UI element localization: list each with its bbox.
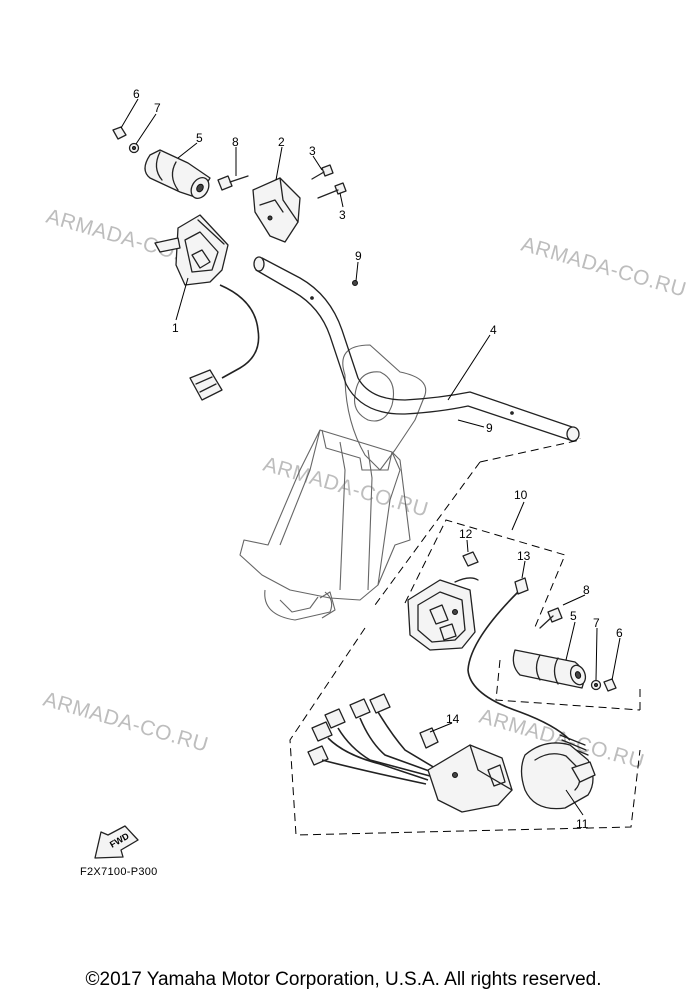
lower-switch-cap	[419, 727, 439, 749]
right-wire	[467, 591, 589, 756]
callout-11: 11	[576, 817, 589, 831]
handlebar-right-end	[566, 426, 580, 442]
callout-13: 13	[517, 549, 531, 563]
assembly-outline	[289, 438, 641, 836]
callout-9-top: 9	[355, 249, 362, 263]
right-switch-screw	[462, 551, 479, 567]
lower-harness	[307, 693, 436, 785]
leader-lines	[120, 98, 621, 816]
left-wire-harness	[189, 284, 260, 401]
callout-numbers: 6 7 5 8 2 3 3 9 1 4 9 10 12 13 8 5 7 6 1…	[133, 87, 623, 831]
callout-7-right: 7	[593, 616, 600, 630]
callout-8-right: 8	[583, 583, 590, 597]
left-grip-screw	[112, 126, 127, 140]
handlebar	[253, 256, 580, 442]
callout-12: 12	[459, 527, 473, 541]
callout-1: 1	[172, 321, 179, 335]
right-grip-screw	[603, 678, 617, 692]
handlebar-left-end	[253, 256, 265, 272]
right-grip	[512, 607, 617, 692]
callout-6-left: 6	[133, 87, 140, 101]
bolts-left	[217, 164, 358, 286]
watermark-top-right: ARMADA-CO.RU	[519, 233, 687, 302]
callout-7-left: 7	[154, 101, 161, 115]
callout-4: 4	[490, 323, 497, 337]
right-grip-bolt	[547, 607, 563, 623]
right-switch-assembly	[407, 551, 529, 651]
diagram-code: F2X7100-P300	[80, 866, 158, 878]
callout-6-right: 6	[616, 626, 623, 640]
right-switch-housing	[520, 742, 596, 810]
callout-3-bottom: 3	[339, 208, 346, 222]
callout-5-right: 5	[570, 609, 577, 623]
callout-10: 10	[514, 488, 528, 502]
left-grip	[112, 126, 211, 199]
copyright-notice: ©2017 Yamaha Motor Corporation, U.S.A. A…	[85, 969, 602, 990]
callout-3-top: 3	[309, 144, 316, 158]
watermark-bottom-left: ARMADA-CO.RU	[41, 688, 211, 757]
callout-9-bottom: 9	[486, 421, 493, 435]
steering-column	[239, 344, 427, 621]
fwd-arrow-icon: FWD	[94, 825, 139, 859]
callout-5-left: 5	[196, 131, 203, 145]
lower-switch-body	[419, 727, 513, 813]
right-switch-grommet	[514, 577, 529, 595]
watermarks: ARMADA-CO.RU ARMADA-CO.RU ARMADA-CO.RU A…	[41, 205, 687, 774]
callout-2: 2	[278, 135, 285, 149]
callout-14: 14	[446, 712, 460, 726]
throttle-lever	[252, 177, 301, 243]
watermark-center: ARMADA-CO.RU	[261, 453, 431, 522]
left-switch-housing	[154, 214, 229, 286]
callout-8-left: 8	[232, 135, 239, 149]
left-connector	[189, 369, 223, 401]
